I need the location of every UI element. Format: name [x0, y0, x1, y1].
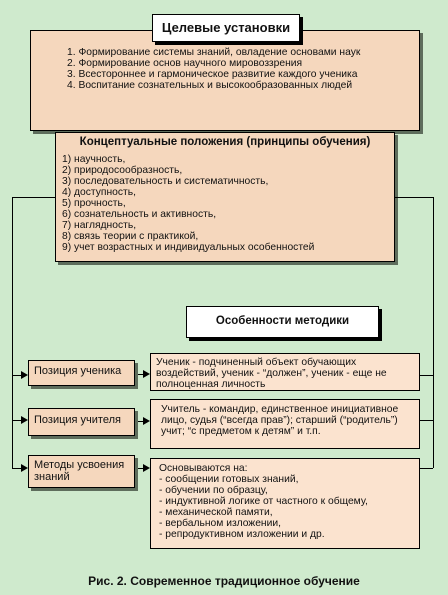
goals-box: 1. Формирование системы знаний, овладени… [30, 30, 420, 131]
student-text-box: Ученик - подчиненный объект обучающих во… [150, 353, 420, 391]
arrow-methods-left [21, 464, 28, 472]
arrow-student-text [143, 370, 150, 378]
teacher-text-box: Учитель - командир, единственное инициат… [150, 399, 420, 449]
arrow-teacher-left [21, 416, 28, 424]
methods-item-1: - сообщении готовых знаний, [159, 474, 299, 485]
method-title: Особенности методики [186, 306, 379, 338]
goals-item-3: 3. Всестороннее и гармоническое развитие… [67, 69, 358, 80]
left-connector-horizontal [12, 197, 55, 198]
principles-item-4: 4) доступность, [62, 187, 136, 198]
goals-item-4: 4. Воспитание сознательных и высокообраз… [67, 80, 353, 91]
principles-item-8: 8) связь теории с практикой, [62, 231, 199, 242]
principles-item-1: 1) научность, [62, 154, 126, 165]
arrow-student-left [21, 371, 28, 379]
goals-item-2: 2. Формирование основ научного мировоззр… [67, 58, 303, 69]
student-label-box: Позиция ученика [28, 360, 135, 386]
figure-caption: Рис. 2. Современное традиционное обучени… [88, 574, 360, 588]
principles-item-6: 6) сознательность и активность, [62, 209, 217, 220]
student-to-text-line [135, 374, 147, 375]
branch-student-left [12, 375, 24, 376]
right-connector-vertical [433, 197, 434, 468]
principles-item-9: 9) учет возрастных и индивидуальных особ… [62, 242, 315, 253]
branch-methods-left [12, 468, 24, 469]
teacher-label-box: Позиция учителя [28, 408, 135, 436]
principles-item-2: 2) природосообразность, [62, 165, 183, 176]
arrow-teacher-text [143, 417, 150, 425]
principles-item-5: 5) прочность, [62, 198, 126, 209]
methods-item-3: - индуктивной логике от частного к общем… [159, 496, 368, 507]
methods-item-5: - вербальном изложении, [159, 518, 281, 529]
methods-label-box: Методы усвоения знаний [28, 455, 135, 488]
method-title-text: Особенности методики [215, 315, 350, 327]
methods-to-text-line [135, 468, 147, 469]
teacher-to-text-line [135, 421, 147, 422]
principles-box: Концептуальные положения (принципы обуче… [55, 132, 395, 262]
methods-item-4: - механической памяти, [159, 507, 273, 518]
goals-title-text: Целевые установки [161, 20, 291, 35]
student-text: Ученик - подчиненный объект обучающих во… [156, 357, 387, 390]
left-connector-vertical [12, 197, 13, 468]
principles-item-7: 7) наглядность, [62, 220, 137, 231]
methods-label: Методы усвоения знаний [34, 459, 125, 483]
teacher-text: Учитель - командир, единственное инициат… [161, 404, 399, 437]
teacher-label: Позиция учителя [34, 414, 121, 426]
principles-item-3: 3) последовательность и систематичность, [62, 176, 269, 187]
methods-item-6: - репродуктивном изложении и др. [159, 529, 325, 540]
goals-item-1: 1. Формирование системы знаний, овладени… [67, 47, 361, 58]
branch-teacher-left [12, 420, 24, 421]
branch-student-right [420, 375, 433, 376]
right-connector-horizontal [395, 197, 433, 198]
student-label: Позиция ученика [34, 365, 122, 377]
arrow-methods-text [143, 464, 150, 472]
branch-methods-right [420, 468, 433, 469]
branch-teacher-right [420, 420, 433, 421]
goals-title: Целевые установки [152, 14, 300, 42]
methods-intro: Основываются на: [159, 463, 248, 474]
principles-title: Концептуальные положения (принципы обуче… [79, 136, 371, 148]
methods-item-2: - обучении по образцу, [159, 485, 268, 496]
methods-text-box: Основываются на: - сообщении готовых зна… [150, 458, 420, 549]
